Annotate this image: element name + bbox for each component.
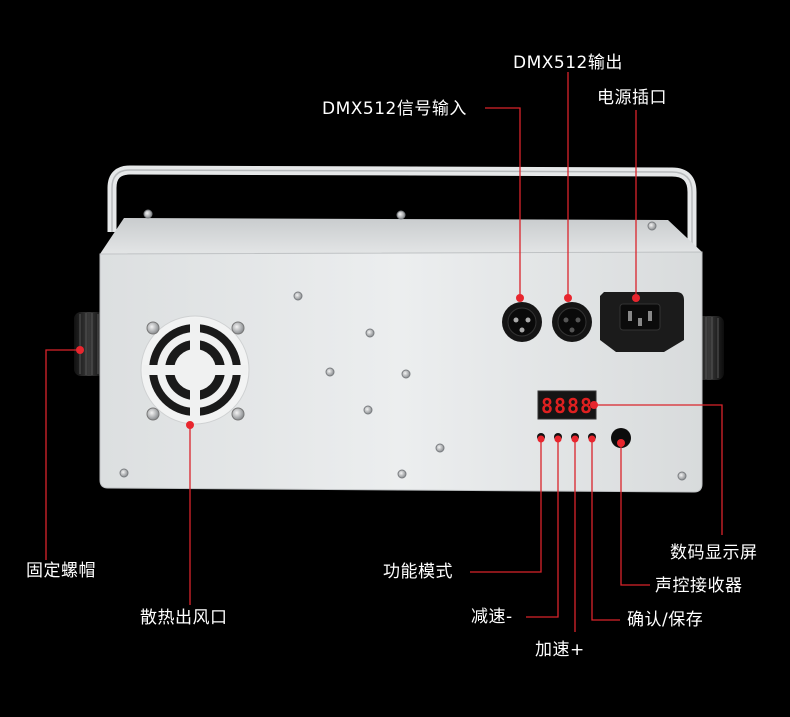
panel-screws <box>119 209 687 481</box>
label-dmx-out: DMX512输出 <box>513 53 623 73</box>
xlr-male-connector <box>502 302 542 342</box>
callout-dots <box>76 294 640 447</box>
handle <box>107 165 697 252</box>
callout-lines <box>45 72 723 632</box>
label-vent: 散热出风口 <box>140 608 228 628</box>
svg-text:8: 8 <box>541 394 553 418</box>
device-top <box>100 218 702 254</box>
svg-text:8: 8 <box>580 394 592 418</box>
label-confirm-save: 确认/保存 <box>627 610 704 630</box>
sound-receiver <box>611 428 631 448</box>
label-power-socket: 电源插口 <box>597 88 667 108</box>
label-sound-receiver: 声控接收器 <box>655 576 743 596</box>
device-front-panel <box>99 251 703 493</box>
iec-power-socket <box>600 292 684 352</box>
vent-grille <box>140 315 250 425</box>
label-function-mode: 功能模式 <box>383 562 453 582</box>
label-speed-up: 加速+ <box>535 640 585 660</box>
xlr-female-connector <box>552 302 592 342</box>
fixing-nut-left <box>74 312 104 376</box>
label-dmx-in: DMX512信号输入 <box>322 99 467 119</box>
label-display: 数码显示屏 <box>670 543 758 563</box>
label-speed-down: 减速- <box>471 607 513 627</box>
svg-text:8: 8 <box>567 394 579 418</box>
label-fixing-nut: 固定螺帽 <box>26 561 96 581</box>
svg-text:8: 8 <box>554 394 566 418</box>
